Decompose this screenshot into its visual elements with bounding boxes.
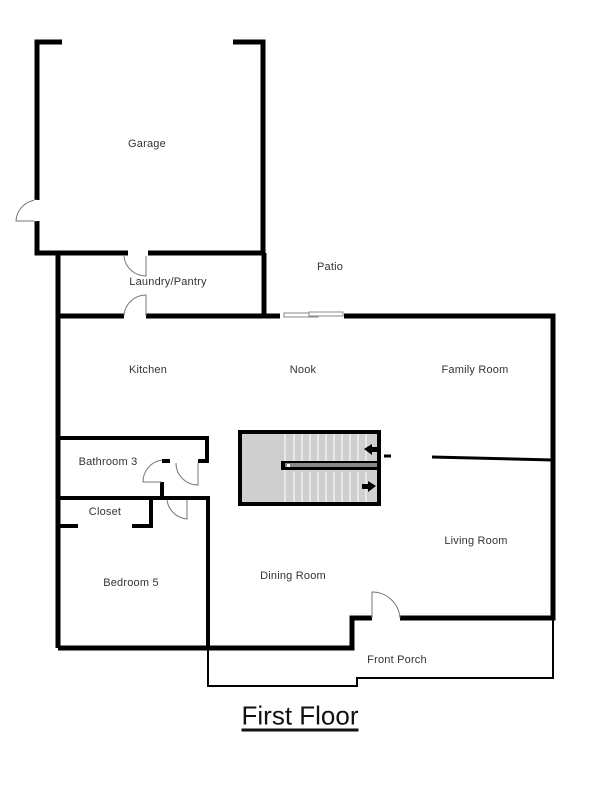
garage-walls bbox=[34, 39, 266, 256]
room-label-living: Living Room bbox=[444, 535, 508, 547]
laundry-door-icon bbox=[123, 255, 147, 317]
laundry-walls bbox=[55, 253, 280, 648]
room-label-closet: Closet bbox=[88, 506, 122, 518]
sliding-door-icon bbox=[283, 311, 344, 318]
main-walls bbox=[58, 313, 556, 651]
staircase-icon bbox=[238, 430, 381, 506]
room-label-nook: Nook bbox=[289, 364, 317, 376]
room-label-garage: Garage bbox=[128, 138, 166, 150]
room-label-kitchen: Kitchen bbox=[128, 364, 168, 376]
bath-walls bbox=[58, 436, 210, 648]
room-label-bedroom5: Bedroom 5 bbox=[103, 577, 159, 589]
room-label-dining: Dining Room bbox=[260, 570, 326, 582]
room-label-patio: Patio bbox=[316, 261, 344, 273]
porch-outline bbox=[207, 618, 554, 687]
garage-door-icon bbox=[15, 199, 38, 222]
room-label-laundry: Laundry/Pantry bbox=[129, 276, 207, 288]
front-door-icon bbox=[371, 591, 401, 619]
room-label-bathroom3: Bathroom 3 bbox=[78, 456, 138, 468]
bath-door-icon bbox=[142, 459, 199, 520]
room-label-porch: Front Porch bbox=[367, 654, 427, 666]
floor-title: First Floor bbox=[241, 700, 359, 731]
room-label-family: Family Room bbox=[441, 364, 509, 376]
